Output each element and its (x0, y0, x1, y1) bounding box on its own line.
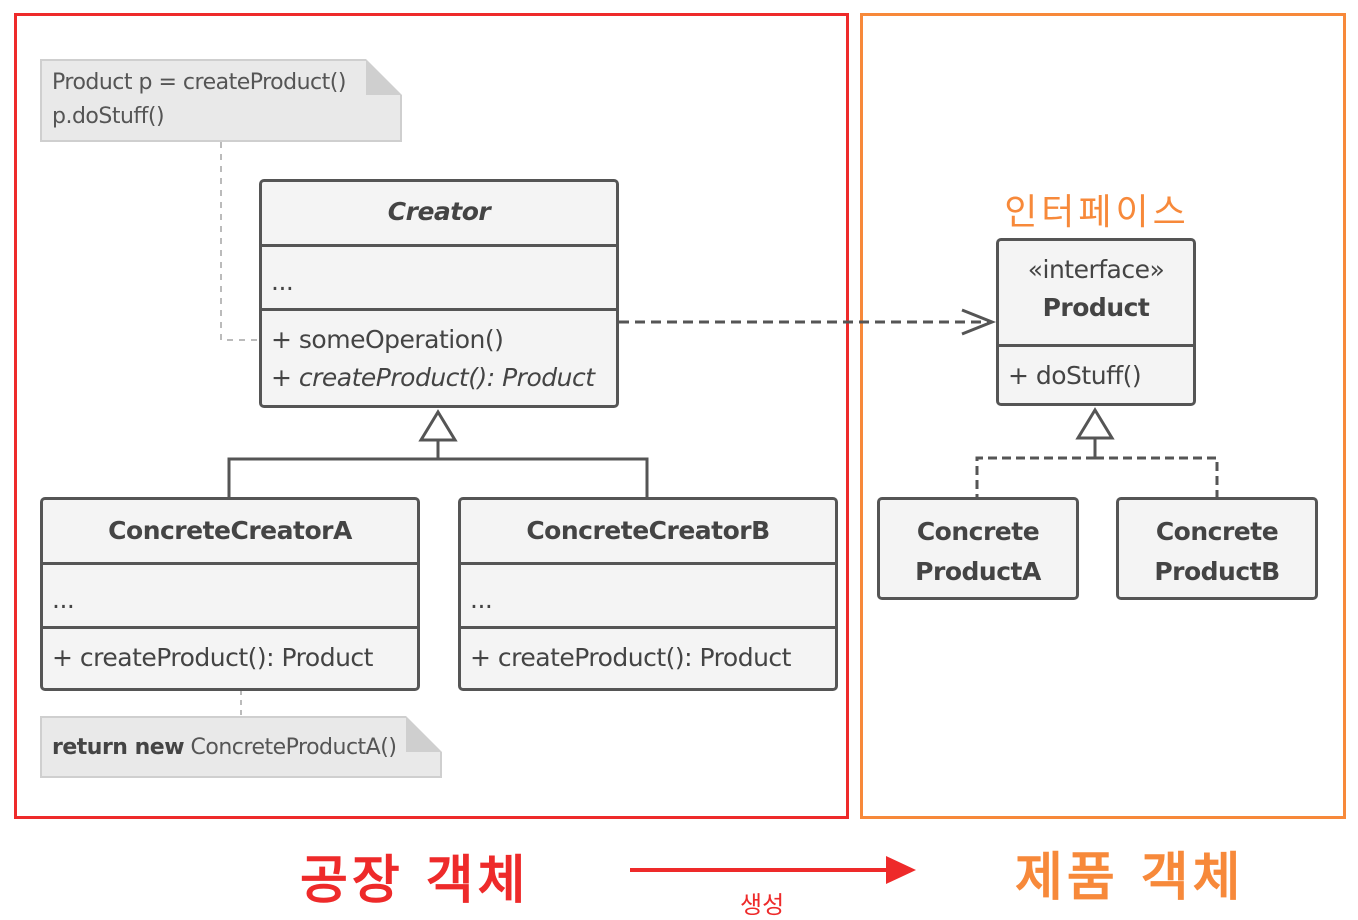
note-class: ConcreteProductA() (190, 735, 397, 760)
interface-label: 인터페이스 (1004, 192, 1190, 233)
class-name-line: ProductB (1154, 557, 1280, 586)
note-fold-corner (406, 716, 442, 752)
method: + someOperation() (271, 325, 504, 354)
class-method: + doStuff() (999, 344, 1193, 406)
factory-object-label: 공장 객체 (300, 851, 530, 911)
factory-object-frame (14, 13, 849, 819)
class-name-line: Concrete (1155, 517, 1279, 546)
stereotype: «interface» (1027, 255, 1165, 284)
note-line: Product p = createProduct() (52, 70, 346, 95)
class-fields: ... (262, 244, 616, 308)
client-code-note: Product p = createProduct() p.doStuff() (40, 59, 402, 142)
class-name: Concrete ProductB (1119, 500, 1315, 592)
creates-label: 생성 (740, 891, 785, 919)
concrete-product-b-class[interactable]: Concrete ProductB (1116, 497, 1318, 600)
product-object-label: 제품 객체 (1015, 848, 1245, 908)
class-name: Creator (387, 197, 491, 226)
class-fields: ... (461, 562, 835, 626)
product-object-frame (860, 13, 1346, 819)
note-fold-corner (366, 59, 402, 95)
method: + createProduct(): Product (271, 363, 595, 392)
interface-header: «interface» Product (999, 241, 1193, 344)
class-name: Concrete ProductA (880, 500, 1076, 592)
return-code-note: return new ConcreteProductA() (40, 716, 442, 778)
note-line: p.doStuff() (52, 104, 165, 129)
class-method: + createProduct(): Product (461, 626, 835, 688)
concrete-product-a-class[interactable]: Concrete ProductA (877, 497, 1079, 600)
class-name-line: ProductA (915, 557, 1041, 586)
creator-class[interactable]: Creator ... + someOperation() + createPr… (259, 179, 619, 408)
concrete-creator-a-class[interactable]: ConcreteCreatorA ... + createProduct(): … (40, 497, 420, 691)
class-name: ConcreteCreatorB (526, 516, 770, 545)
class-name-line: Concrete (916, 517, 1040, 546)
product-interface[interactable]: «interface» Product + doStuff() (996, 238, 1196, 406)
class-fields: ... (43, 562, 417, 626)
class-methods: + someOperation() + createProduct(): Pro… (262, 308, 616, 405)
concrete-creator-b-class[interactable]: ConcreteCreatorB ... + createProduct(): … (458, 497, 838, 691)
class-name: ConcreteCreatorA (108, 516, 352, 545)
class-method: + createProduct(): Product (43, 626, 417, 688)
class-name: Product (1042, 293, 1150, 322)
creates-arrowhead (886, 856, 916, 884)
note-keyword: return new (52, 735, 185, 760)
